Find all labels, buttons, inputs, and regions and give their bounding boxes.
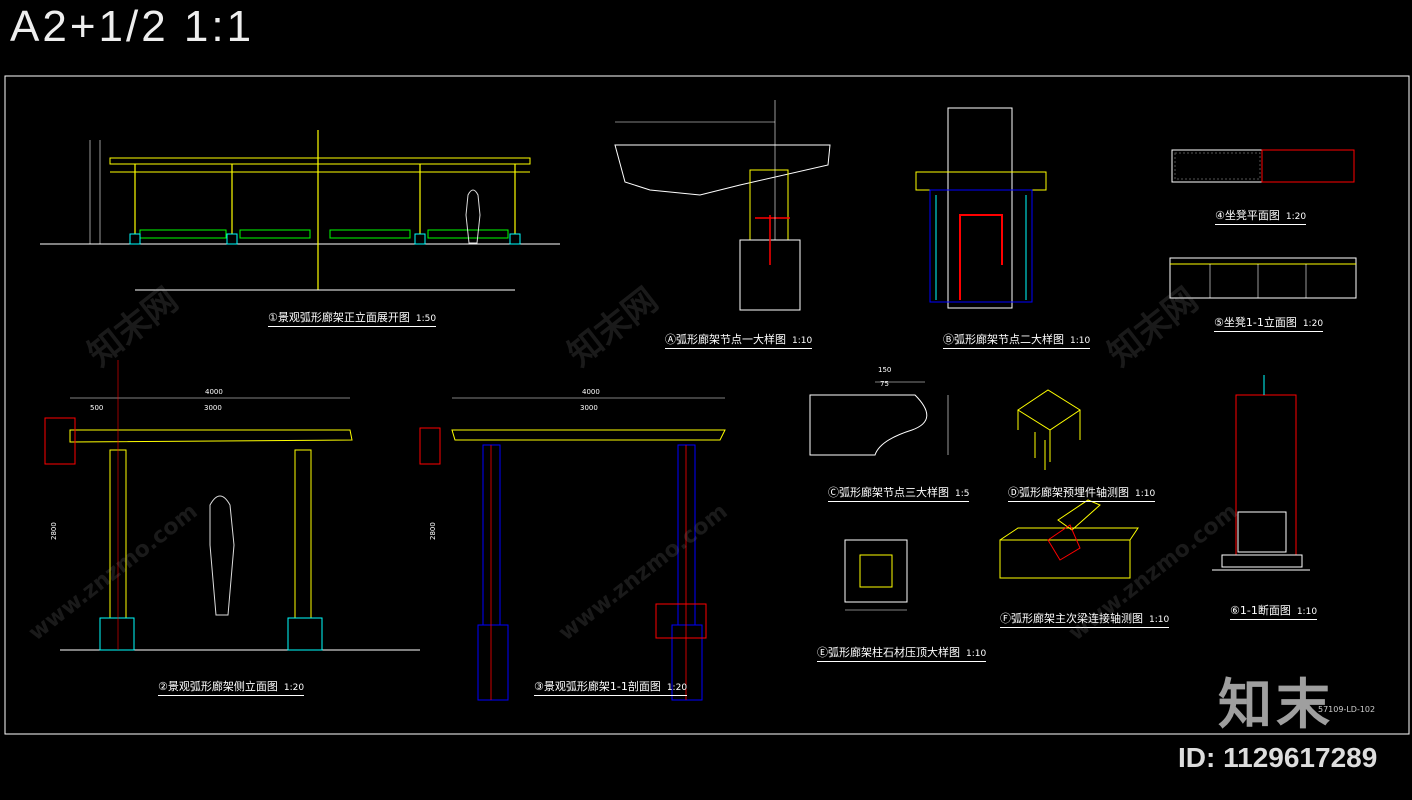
view-title-a-text: Ⓐ弧形廊架节点一大样图	[665, 333, 786, 346]
view-title-3-scale: 1:20	[666, 683, 688, 693]
sheet-title: A2+1/2 1:1	[10, 2, 255, 51]
view-title-e: Ⓔ弧形廊架柱石材压顶大样图 1:10	[817, 644, 987, 662]
dim-height-section: 2800	[429, 522, 437, 540]
dim-overhang-side: 500	[90, 404, 103, 412]
id-label: ID: 1129617289	[1178, 742, 1378, 773]
bench-plan	[1171, 149, 1355, 183]
view-title-1: ①景观弧形廊架正立面展开图 1:50	[268, 309, 437, 327]
view-title-5: ⑤坐凳1-1立面图 1:20	[1214, 314, 1324, 332]
view-title-b-scale: 1:10	[1070, 336, 1091, 346]
view-title-d: Ⓓ弧形廊架预埋件轴测图 1:10	[1008, 484, 1156, 502]
section-view	[419, 397, 726, 701]
view-title-e-scale: 1:10	[966, 649, 987, 659]
view-title-c-text: Ⓒ弧形廊架节点三大样图	[828, 486, 949, 499]
view-title-4: ④坐凳平面图 1:20	[1215, 207, 1307, 225]
view-title-4-text: ④坐凳平面图	[1215, 209, 1280, 222]
drawing-frame	[4, 75, 1410, 735]
view-title-b: Ⓑ弧形廊架节点二大样图 1:10	[943, 331, 1091, 349]
view-title-5-text: ⑤坐凳1-1立面图	[1214, 316, 1297, 329]
view-title-6: ⑥1-1断面图 1:10	[1230, 602, 1318, 620]
view-title-3-text: ③景观弧形廊架1-1剖面图	[534, 680, 661, 693]
detail-f	[999, 499, 1139, 579]
view-title-a-scale: 1:10	[792, 336, 813, 346]
dim-bay-width-section: 3000	[580, 404, 598, 412]
view-title-c-scale: 1:5	[955, 489, 970, 499]
view-title-1-text: ①景观弧形廊架正立面展开图	[268, 311, 410, 324]
view-title-d-text: Ⓓ弧形廊架预埋件轴测图	[1008, 486, 1129, 499]
view-title-f: Ⓕ弧形廊架主次梁连接轴测图 1:10	[1000, 610, 1170, 628]
dim-c-width: 150	[878, 366, 891, 374]
detail-b	[915, 107, 1047, 309]
bench-elevation	[1169, 257, 1357, 299]
brand-logo: 知末	[1218, 673, 1334, 736]
view-title-b-text: Ⓑ弧形廊架节点二大样图	[943, 333, 1064, 346]
view-title-3: ③景观弧形廊架1-1剖面图 1:20	[534, 678, 688, 696]
view-title-1-scale: 1:50	[415, 314, 437, 324]
view-title-2: ②景观弧形廊架侧立面图 1:20	[158, 678, 305, 696]
view-title-d-scale: 1:10	[1135, 489, 1156, 499]
view-title-c: Ⓒ弧形廊架节点三大样图 1:5	[828, 484, 970, 502]
view-title-6-scale: 1:10	[1296, 607, 1318, 617]
section-6	[1212, 375, 1310, 571]
detail-d	[1017, 389, 1081, 470]
dimension-labels: 4000 3000 500 4000 3000 150 75 2800 2800	[50, 366, 891, 540]
view-title-4-scale: 1:20	[1285, 212, 1307, 222]
dim-bay-width-side: 3000	[204, 404, 222, 412]
front-elevation	[40, 130, 560, 291]
view-title-2-text: ②景观弧形廊架侧立面图	[158, 680, 278, 693]
view-title-f-scale: 1:10	[1149, 615, 1170, 625]
dim-height-side: 2800	[50, 522, 58, 540]
drawing-number: 57109-LD-102	[1318, 705, 1376, 714]
view-title-5-scale: 1:20	[1302, 319, 1324, 329]
detail-c	[809, 381, 949, 456]
view-title-f-text: Ⓕ弧形廊架主次梁连接轴测图	[1000, 612, 1143, 625]
dim-c-sub: 75	[880, 380, 889, 388]
detail-a	[614, 100, 831, 311]
side-elevation	[44, 360, 420, 651]
view-title-e-text: Ⓔ弧形廊架柱石材压顶大样图	[817, 646, 960, 659]
dim-overall-width-side: 4000	[205, 388, 223, 396]
view-title-a: Ⓐ弧形廊架节点一大样图 1:10	[665, 331, 813, 349]
dim-overall-width-section: 4000	[582, 388, 600, 396]
detail-e	[844, 539, 908, 611]
view-title-2-scale: 1:20	[283, 683, 305, 693]
view-title-6-text: ⑥1-1断面图	[1230, 604, 1291, 617]
